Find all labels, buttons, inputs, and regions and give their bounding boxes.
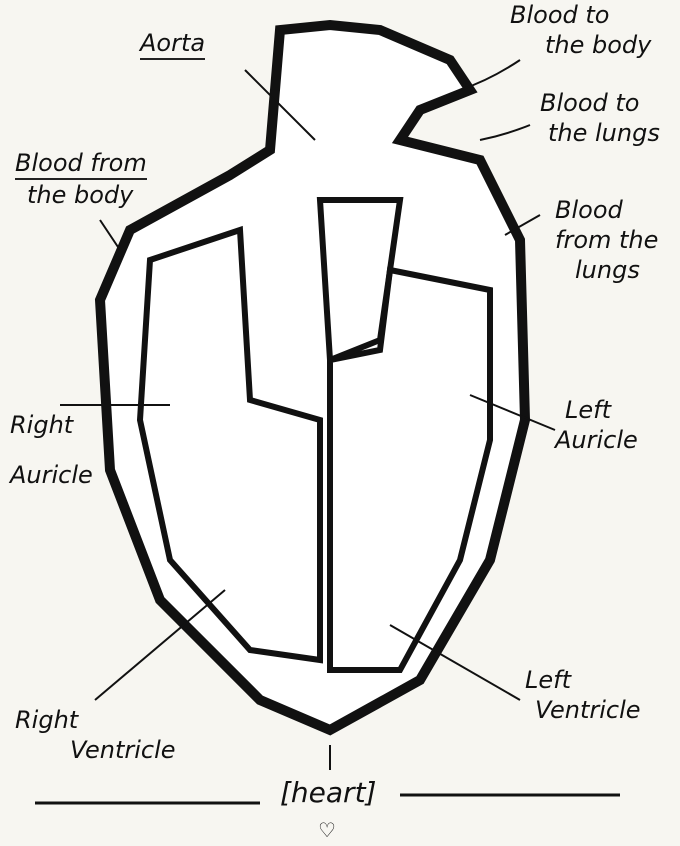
label-aorta: Aorta — [140, 28, 206, 60]
right-chambers — [136, 225, 323, 664]
septum — [316, 197, 404, 365]
left-auricle-pointer — [469, 394, 556, 431]
from-lungs-pointer — [504, 214, 541, 236]
aorta-pointer — [244, 69, 316, 141]
heart-symbol: ♡ — [318, 818, 336, 842]
heart-outline — [94, 19, 531, 736]
left-ventricle-pointer — [389, 624, 521, 701]
lungs-arrow — [479, 124, 531, 141]
diagram-title: [heart] — [280, 776, 377, 809]
body-arrow — [459, 59, 521, 91]
right-ventricle-pointer — [94, 589, 226, 701]
left-chambers — [327, 266, 493, 673]
from-body-pointer — [99, 219, 121, 251]
